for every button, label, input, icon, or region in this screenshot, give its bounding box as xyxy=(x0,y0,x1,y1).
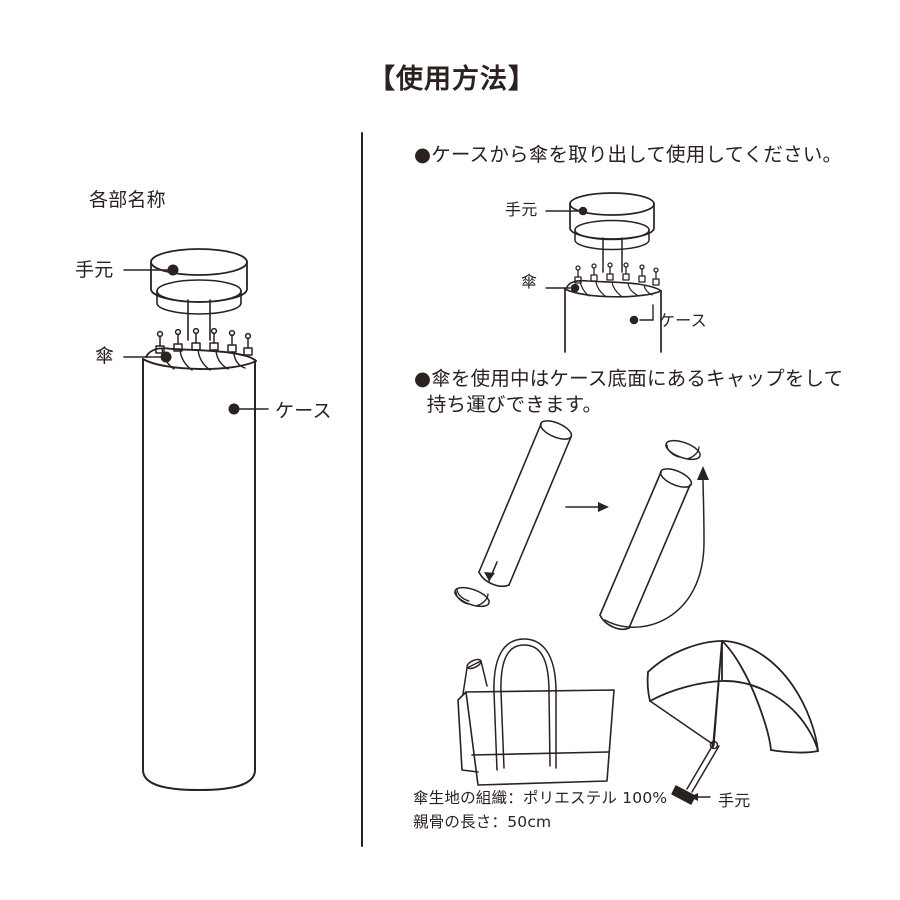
left-product-diagram xyxy=(123,248,269,791)
umbrella-shaft-line1 xyxy=(691,745,720,793)
left-handle-flange-ellipse xyxy=(156,279,242,303)
left-canopy-base xyxy=(142,358,257,370)
left-handle-flange xyxy=(156,290,242,315)
label-umbrella-right: 傘 xyxy=(521,272,538,291)
r-leader-case xyxy=(629,304,654,325)
left-handle-top-ellipse xyxy=(150,248,248,276)
r-leader-umbrella xyxy=(545,283,580,293)
label-handle-left: 手元 xyxy=(75,259,114,281)
r-canopy-outline xyxy=(566,279,662,292)
cap-disc-attached xyxy=(665,439,701,461)
bullet-item-2-line1: ●傘を使用中はケース底面にあるキャップをして xyxy=(414,367,844,390)
umbrella-rib-2 xyxy=(721,640,772,751)
cap-transfer-diagram xyxy=(454,420,709,631)
cap-move-arrow xyxy=(604,466,709,628)
label-handle-open-umbrella: 手元 xyxy=(718,791,751,810)
case-in-pocket xyxy=(462,658,488,695)
bag-side-pocket xyxy=(457,691,479,773)
umbrella-runner xyxy=(709,740,719,750)
left-handle-body xyxy=(150,261,248,303)
left-leader-handle xyxy=(123,264,179,276)
r-canopy-base xyxy=(564,288,662,298)
label-handle-right: 手元 xyxy=(505,200,538,219)
right-product-diagram xyxy=(545,192,662,353)
r-canopy-folds xyxy=(579,280,653,297)
umbrella-canopy-outer xyxy=(647,640,819,752)
left-leader-umbrella xyxy=(123,351,172,363)
r-handle-flange-ellipse xyxy=(574,219,650,241)
label-umbrella-left: 傘 xyxy=(95,345,115,367)
umbrella-rib-left-edge xyxy=(646,671,651,702)
bag-handles xyxy=(493,638,557,771)
tote-bag-illustration xyxy=(457,638,615,786)
umbrella-canopy-edge-bottom xyxy=(770,749,819,754)
r-handle-top-ellipse xyxy=(569,192,655,216)
umbrella-canopy-scallop xyxy=(649,680,819,752)
left-leader-case xyxy=(228,403,269,415)
cap-disc-detached xyxy=(454,586,490,608)
bullet-item-1: ●ケースから傘を取り出して使用してください。 xyxy=(414,143,843,166)
transition-arrow xyxy=(565,502,609,512)
left-panel-heading: 各部名称 xyxy=(89,189,166,211)
left-canopy-outline xyxy=(145,347,257,362)
umbrella-top-spoke xyxy=(713,640,723,746)
bag-bottom-band xyxy=(471,751,609,756)
left-case-body xyxy=(142,358,256,791)
bullet-item-2: ●傘を使用中はケース底面にあるキャップをして 持ち運びできます。 xyxy=(414,366,843,418)
spec-rib-length: 親骨の長さ：50cm xyxy=(413,813,552,831)
cylinder-capped xyxy=(599,468,693,631)
spec-fabric: 傘生地の組織：ポリエステル 100% xyxy=(413,789,668,807)
cap-remove-arrow xyxy=(484,561,498,582)
r-handle-flange xyxy=(574,229,650,251)
umbrella-handle-leader xyxy=(689,793,711,801)
label-case-left: ケース xyxy=(275,400,332,422)
umbrella-left-spoke xyxy=(649,700,715,746)
bullet-item-2-line2: 持ち運びできます。 xyxy=(414,393,603,417)
page-title: 【使用方法】 xyxy=(368,64,536,95)
umbrella-shaft-line2 xyxy=(686,742,715,790)
label-case-right: ケース xyxy=(659,311,707,330)
cylinder-open-bottom xyxy=(478,420,573,588)
r-case-body xyxy=(564,288,662,353)
umbrella-handle-grip xyxy=(671,785,696,805)
open-umbrella-illustration xyxy=(646,640,819,805)
bag-body xyxy=(465,689,615,786)
r-leader-handle xyxy=(545,206,588,216)
